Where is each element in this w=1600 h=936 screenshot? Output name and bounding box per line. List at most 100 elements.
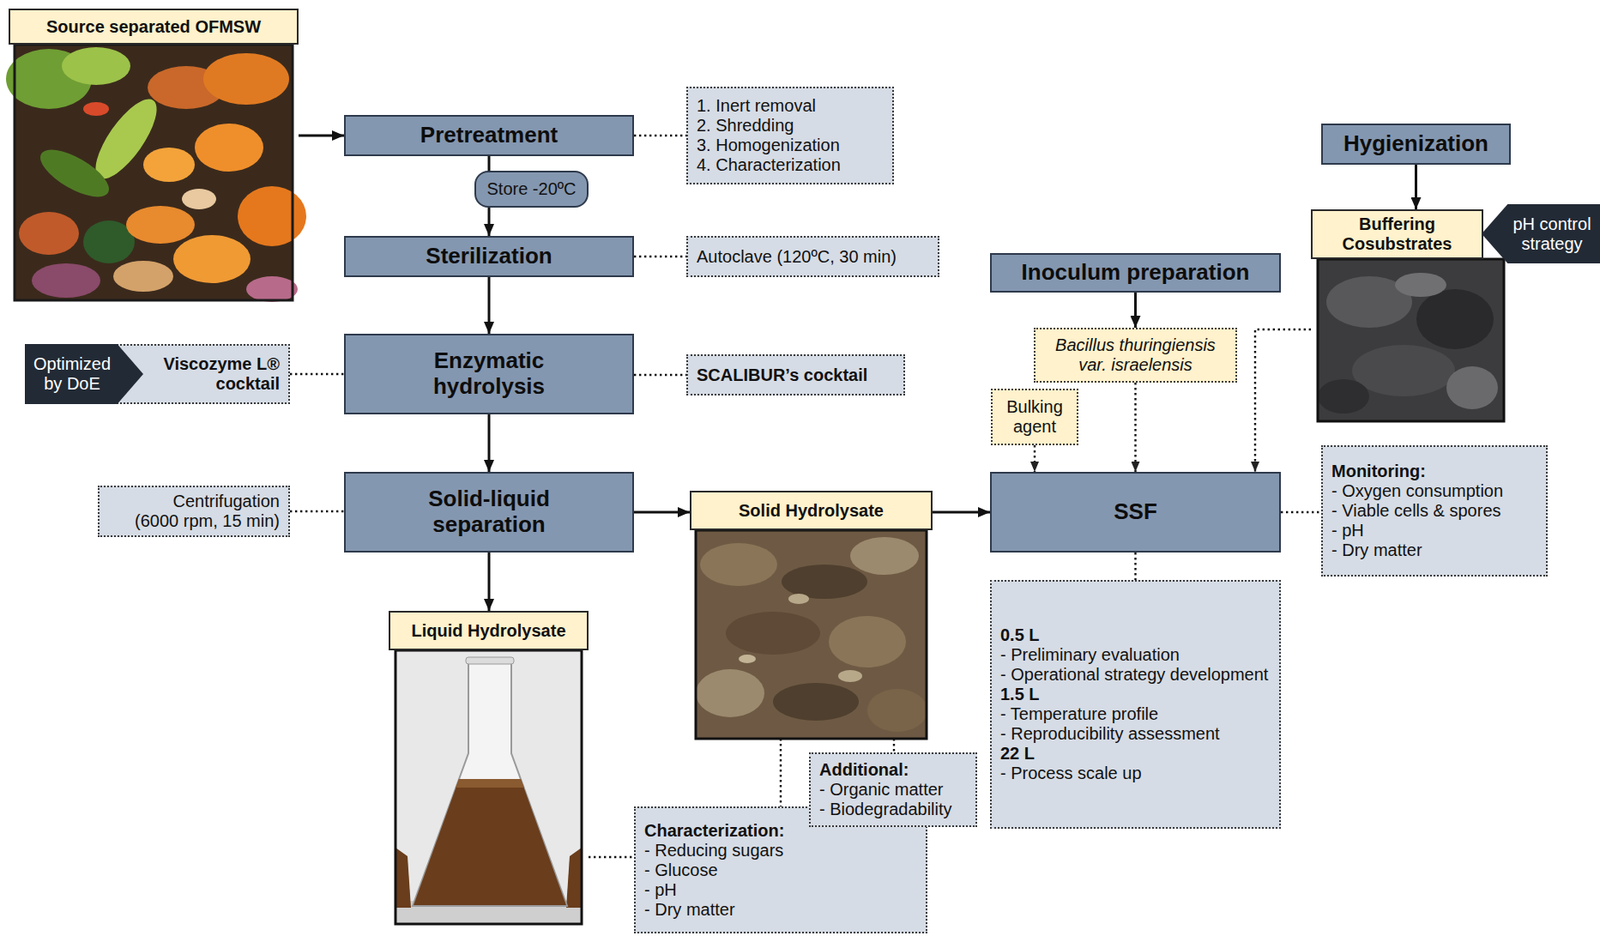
flow-arrow	[633, 511, 690, 514]
solid-piece	[772, 682, 859, 721]
leaf	[61, 47, 131, 85]
flow-arrow	[488, 552, 491, 611]
doe-tag: Optimized by DoE	[24, 344, 144, 405]
cosubstrate-photo	[1317, 259, 1504, 422]
peel	[237, 186, 307, 247]
node-text: 3. Homogenization	[696, 135, 884, 156]
input-box: Bulking agent	[990, 388, 1079, 446]
node-text: Sterilization	[425, 243, 552, 270]
node-text: - Reproducibility assessment	[1000, 724, 1271, 744]
node-text: Inoculum preparation	[1021, 259, 1250, 286]
side-flask	[395, 847, 411, 908]
photo-frame	[695, 530, 927, 739]
liquid	[413, 778, 567, 906]
condition-note: Autoclave (120ºC, 30 min)	[686, 235, 940, 278]
process-box: Sterilization	[344, 235, 634, 278]
process-box: Hygienization	[1321, 123, 1511, 165]
cosubstrate-photo-panel: Buffering Cosubstrates	[1310, 209, 1504, 422]
node-text: - pH	[1331, 520, 1538, 541]
peel	[181, 188, 217, 210]
node-text: - Viable cells & spores	[1331, 501, 1538, 521]
node-text: - Temperature profile	[1000, 704, 1271, 725]
leaf	[33, 140, 116, 206]
node-text: Optimized by DoE	[30, 354, 115, 394]
flow-arrow	[298, 134, 345, 138]
photo-ground	[695, 530, 927, 739]
onion-skin	[31, 263, 101, 298]
node-text: - Glucose	[644, 860, 918, 881]
solid-piece	[788, 593, 810, 604]
process-box: Solid-liquid separation	[344, 471, 634, 553]
liquid-photo	[395, 650, 582, 924]
node-text: Viscozyme L® cocktail	[144, 354, 280, 394]
process-box: Pretreatment	[344, 114, 634, 157]
node-text: SCALIBUR’s cocktail	[696, 365, 895, 386]
analysis-list: Additional:- Organic matter- Biodegradab…	[809, 752, 978, 828]
photo-frame	[395, 650, 582, 924]
node-text: 0.5 L	[1000, 625, 1271, 646]
dotted-connector	[779, 738, 782, 807]
flow-arrow	[488, 156, 491, 171]
dotted-connector	[1280, 511, 1322, 514]
node-text: Autoclave (120ºC, 30 min)	[696, 247, 930, 267]
solid-piece	[781, 564, 868, 599]
liquid-photo-panel: Liquid Hydrolysate	[388, 610, 589, 924]
dotted-connector	[588, 856, 634, 858]
solid-piece	[867, 688, 928, 732]
node-text: Buffering Cosubstrates	[1310, 209, 1484, 260]
process-box: SSF	[990, 471, 1281, 553]
peel	[203, 53, 290, 105]
solid-piece	[725, 611, 821, 655]
node-text: - Oxygen consumption	[1331, 481, 1538, 502]
node-text: 1.5 L	[1000, 684, 1271, 705]
peel	[113, 260, 174, 292]
node-text: Bulking agent	[999, 397, 1070, 437]
photo-ground	[1317, 259, 1504, 422]
node-text: 22 L	[1000, 743, 1271, 764]
solid-photo-panel: Solid Hydrolysate	[689, 490, 933, 739]
lump	[1317, 379, 1370, 414]
solid-piece	[850, 537, 919, 575]
node-text: - Operational strategy development	[1000, 664, 1271, 685]
dotted-connector	[1255, 329, 1311, 472]
dotted-connector	[893, 738, 895, 753]
dotted-connector	[1134, 382, 1136, 472]
source-photo-panel: Source separated OFMSW	[8, 8, 299, 301]
node-text: SSF	[1113, 499, 1158, 526]
node-text: Enzymatic hydrolysis	[403, 348, 575, 400]
solid-piece	[738, 654, 756, 664]
storage-pill: Store -20ºC	[474, 170, 589, 208]
node-text: 4. Characterization	[696, 155, 884, 176]
lump	[1416, 289, 1494, 350]
foam	[455, 778, 525, 788]
lump	[1352, 344, 1456, 397]
node-text: Source separated OFMSW	[8, 8, 299, 45]
node-text: - Dry matter	[1331, 540, 1538, 561]
dotted-connector	[633, 134, 687, 137]
enzyme-note: SCALIBUR’s cocktail	[686, 354, 906, 396]
flask-rim	[465, 657, 514, 665]
ph-tag: pH control strategy	[1481, 204, 1600, 264]
condition-note: Centrifugation (6000 rpm, 15 min)	[97, 485, 290, 538]
node-text: - Reducing sugars	[644, 840, 918, 861]
peel	[83, 102, 109, 116]
peel	[143, 147, 195, 182]
peel	[18, 211, 79, 255]
node-text: Solid-liquid separation	[403, 486, 575, 538]
node-text: Hygienization	[1343, 131, 1489, 157]
flow-arrow	[488, 277, 491, 334]
flow-arrow	[932, 511, 991, 514]
lump	[1446, 366, 1498, 410]
solid-piece	[828, 615, 906, 668]
flow-arrow	[1414, 164, 1418, 210]
node-text: Centrifugation (6000 rpm, 15 min)	[125, 491, 280, 532]
node-text: Bacillus thuringiensis var. israelensis	[1042, 335, 1229, 375]
onion-skin	[246, 276, 298, 302]
monitoring-list: Monitoring:- Oxygen consumption- Viable …	[1321, 445, 1548, 577]
node-text: Solid Hydrolysate	[689, 490, 933, 531]
flow-arrow	[488, 414, 491, 472]
dotted-connector	[633, 374, 687, 376]
solid-piece	[838, 670, 863, 683]
photo-frame	[14, 44, 293, 301]
